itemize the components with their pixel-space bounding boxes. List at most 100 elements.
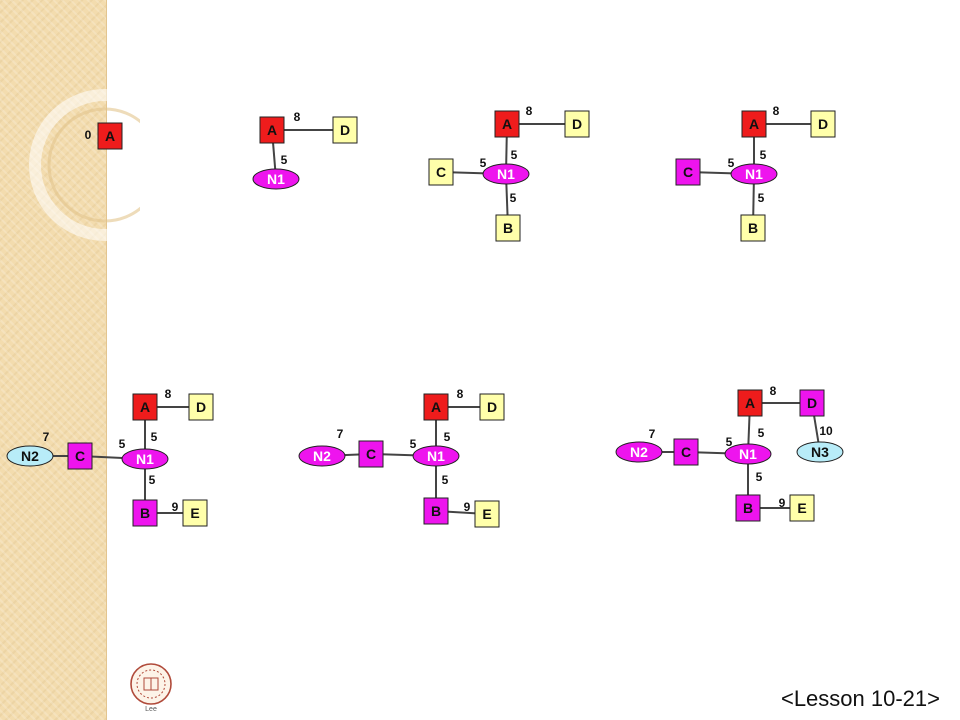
weight-label: 0 (85, 128, 92, 142)
node-label: C (436, 164, 446, 180)
node-label: A (431, 399, 441, 415)
weight-label: 5 (119, 437, 126, 451)
node-ellipse (121, 448, 169, 470)
node-label: N2 (313, 448, 331, 464)
node-d: D (332, 116, 358, 144)
node-box (737, 389, 763, 417)
node-box (479, 393, 505, 421)
node-box (735, 494, 761, 522)
weight-label: 8 (526, 104, 533, 118)
node-box (474, 500, 500, 528)
node-label: C (681, 444, 691, 460)
node-box (673, 438, 699, 466)
weight-label: 5 (728, 156, 735, 170)
node-n1: N1 (121, 448, 169, 470)
node-box (564, 110, 590, 138)
weight-label: 5 (760, 148, 767, 162)
node-b: B (735, 494, 761, 522)
node-b: B (132, 499, 158, 527)
weight-label: 5 (410, 437, 417, 451)
node-e: E (182, 499, 208, 527)
node-label: A (105, 128, 115, 144)
node-label: B (431, 503, 441, 519)
node-ellipse (252, 168, 300, 190)
node-ellipse (482, 163, 530, 185)
node-n3: N3 (796, 441, 844, 463)
weight-label: 5 (758, 191, 765, 205)
node-label: A (749, 116, 759, 132)
sidebar-decoration (0, 0, 140, 720)
node-label: N2 (630, 444, 648, 460)
node-e: E (789, 494, 815, 522)
node-box (494, 110, 520, 138)
node-n1: N1 (724, 443, 772, 465)
node-label: E (797, 500, 806, 516)
node-d: D (188, 393, 214, 421)
diagram-d1: A0 (85, 122, 123, 150)
node-c: C (675, 158, 701, 186)
node-box (132, 393, 158, 421)
node-d: D (479, 393, 505, 421)
node-box (789, 494, 815, 522)
weight-label: 5 (510, 191, 517, 205)
weight-label: 9 (779, 496, 786, 510)
node-d: D (564, 110, 590, 138)
node-label: B (748, 220, 758, 236)
weight-label: 5 (726, 435, 733, 449)
node-label: B (743, 500, 753, 516)
node-ellipse (298, 445, 346, 467)
node-b: B (740, 214, 766, 242)
decorative-arcs (29, 89, 140, 241)
node-box (132, 499, 158, 527)
node-a: A (741, 110, 767, 138)
weight-label: 5 (281, 153, 288, 167)
weight-label: 7 (337, 427, 344, 441)
node-label: N2 (21, 448, 39, 464)
node-n2: N2 (6, 445, 54, 467)
university-seal-icon: Lee (130, 663, 172, 713)
node-label: A (267, 122, 277, 138)
node-a: A (423, 393, 449, 421)
node-label: C (683, 164, 693, 180)
node-label: D (818, 116, 828, 132)
node-c: C (358, 440, 384, 468)
node-label: A (745, 395, 755, 411)
node-label: C (75, 448, 85, 464)
node-n2: N2 (615, 441, 663, 463)
weight-label: 8 (165, 387, 172, 401)
node-box (810, 110, 836, 138)
node-c: C (673, 438, 699, 466)
node-label: C (366, 446, 376, 462)
weight-label: 5 (511, 148, 518, 162)
node-box (97, 122, 123, 150)
node-n1: N1 (412, 445, 460, 467)
node-box (332, 116, 358, 144)
node-box (423, 393, 449, 421)
node-a: A (259, 116, 285, 144)
node-box (358, 440, 384, 468)
node-box (188, 393, 214, 421)
weight-label: 5 (442, 473, 449, 487)
node-label: D (340, 122, 350, 138)
node-label: D (572, 116, 582, 132)
node-label: A (502, 116, 512, 132)
node-a: A (132, 393, 158, 421)
weight-label: 8 (294, 110, 301, 124)
weight-label: 5 (756, 470, 763, 484)
weight-label: 10 (819, 424, 833, 438)
node-ellipse (412, 445, 460, 467)
weight-label: 9 (172, 500, 179, 514)
slide-footer: <Lesson 10-21> (780, 686, 940, 711)
weight-label: 5 (480, 156, 487, 170)
node-c: C (428, 158, 454, 186)
node-label: N1 (745, 166, 763, 182)
node-box (428, 158, 454, 186)
node-label: N1 (497, 166, 515, 182)
weight-label: 5 (758, 426, 765, 440)
node-ellipse (615, 441, 663, 463)
node-box (259, 116, 285, 144)
